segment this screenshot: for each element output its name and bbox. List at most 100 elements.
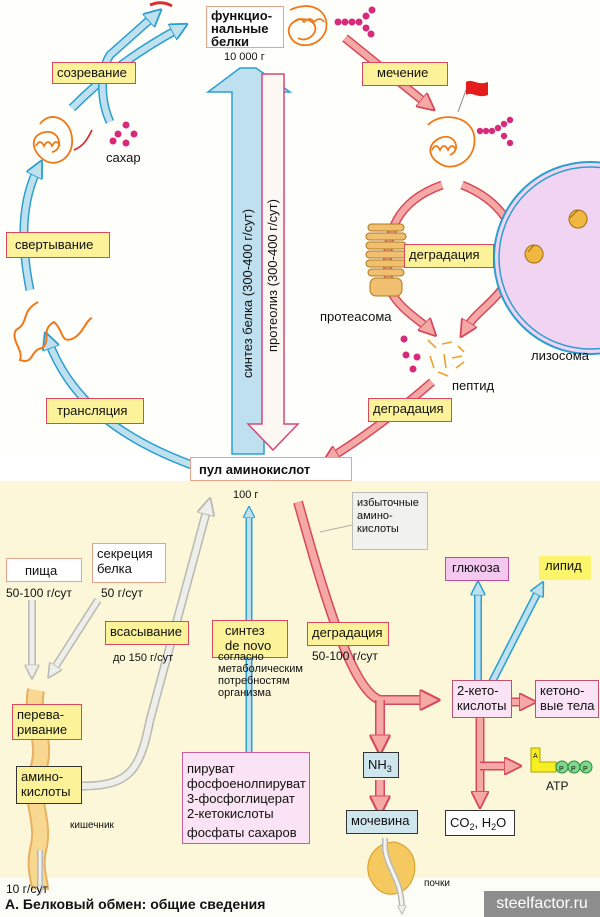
precursor-item: 2-кетокислоты [187,806,274,821]
lipid-box: липид [539,556,591,580]
ubiquitin-flag-icon [457,80,488,113]
keto-acids-box: 2-кето- кислоты [452,680,512,718]
sugar-dots-icon [109,121,138,147]
functional-proteins-amount: 10 000 г [224,51,265,63]
protein-secretion-box: секреция белка [92,543,166,583]
sugar-chain-icon [149,1,173,8]
de-novo-synthesis-label: синтез de novo [212,620,288,658]
de-novo-note: согласно метаболическим потребностям орг… [218,651,303,699]
amino-acid-pool-amount: 100 г [233,489,259,501]
keto-acids-line-1: 2-кето- [457,683,499,698]
kidneys-label: почки [424,878,450,889]
atp-icon [530,747,593,774]
intestine-label: кишечник [70,820,114,831]
de-novo-note-line-3: потребностям [218,675,290,687]
h2o-subscript: 2 [491,822,497,832]
watermark: steelfactor.ru [484,891,600,917]
excess-line-3: кислоты [357,523,399,535]
proteolysis-flux-arrow [246,73,300,452]
secretion-arrow [52,597,102,672]
sugar-label: сахар [106,150,141,165]
amino-acids-line-2: кислоты [21,784,71,799]
precursor-item: фосфоенолпируват [187,776,306,791]
precursors-box: пируват фосфоенолпируват 3-фосфоглицерат… [182,752,310,844]
proteasome-label: протеасома [320,309,392,324]
proteasome-icon [365,223,407,297]
keto-acids-line-2: кислоты [457,698,507,713]
peptide-degradation-arrow [330,378,435,458]
protein-secretion-amount: 50 г/сут [101,586,143,600]
ketone-bodies-line-1: кетоно- [540,683,585,698]
keto-downstream-arrows [480,716,513,800]
amino-acids-box: амино- кислоты [16,766,82,804]
functional-proteins-box: функцио- нальные белки [206,6,284,48]
h2o-text: , H [474,815,492,830]
peptide-fragments-icon [427,339,465,377]
ammonia-box: NH3 [363,752,399,778]
de-novo-line-1: синтез [225,623,265,638]
synthesis-flux-label: синтез белка (300-400 г/сут) [240,208,255,378]
excess-callout-line [319,524,353,533]
degradation-amount: 50-100 г/сут [312,649,378,663]
functional-proteins-line-1: функцио- [211,8,273,23]
atp-label: ATP [546,779,569,793]
amino-acid-pool-box: пул аминокислот [190,457,352,481]
de-novo-note-line-4: организма [218,687,272,699]
digestion-line-1: перева- [17,707,65,722]
excess-line-2: амино- [357,510,393,522]
glycan-chain-icon-labeled [476,116,514,147]
kidney-icon [367,838,416,910]
co2-subscript: 2 [469,822,475,832]
glycan-chain-icon-top [334,6,376,38]
lysosome-label: лизосома [531,348,589,363]
absorption-arrow [81,506,208,791]
peptide-degradation-label: деградация [368,398,452,422]
unfolded-chain-icon [13,301,93,362]
folded-protein-icon-left [32,116,93,164]
co2-h2o-box: CO2, H2O [445,810,515,836]
food-box: пища [6,558,82,582]
amino-acid-dots-icon [400,335,421,373]
functional-proteins-line-2: нальные [211,21,269,36]
intestine-loss-amount: 10 г/сут [6,882,48,896]
absorption-amount: до 150 г/сут [113,652,174,664]
labeled-protein-icon [427,116,476,168]
ketone-bodies-box: кетоно- вые тела [535,680,599,718]
digestion-line-2: ривание [17,722,68,737]
folding-arrow [19,168,38,291]
h2o-o-text: O [496,815,507,830]
excess-amino-acids-box: избыточные амино- кислоты [352,492,428,550]
folded-protein-icon-top [287,5,328,46]
de-novo-note-line-2: метаболическим [218,663,303,675]
protein-secretion-line-1: секреция [97,546,153,561]
proteasome-degradation-label: деградация [404,244,494,268]
translation-label: трансляция [46,398,144,424]
precursor-item: 3-фосфоглицерат [187,791,295,806]
labeling-label: мечение [362,62,448,86]
atp-adenine-label: A [533,753,538,760]
absorption-label: всасывание [105,621,189,645]
atp-phosphate-3: P [583,766,588,773]
ketone-bodies-line-2: вые тела [540,698,595,713]
atp-phosphate-1: P [559,766,564,773]
degradation-label: деградация [307,622,389,646]
urea-box: мочевина [346,810,418,834]
maturation-label: созревание [52,62,136,84]
atp-phosphate-2: P [571,766,576,773]
precursor-item: пируват [187,761,235,776]
lysosome-icon [493,161,600,355]
precursor-item: фосфаты сахаров [187,825,297,840]
protein-secretion-line-2: белка [97,561,132,576]
figure-caption: А. Белковый обмен: общие сведения [5,896,266,912]
co2-text: CO [450,815,470,830]
de-novo-line-2: de novo [225,638,272,653]
food-amount: 50-100 г/сут [6,586,72,600]
excess-line-1: избыточные [357,497,419,509]
proteolysis-flux-label: протеолиз (300-400 г/сут) [265,199,280,352]
digestion-label: перева- ривание [12,704,82,740]
de-novo-note-line-1: согласно [218,651,264,663]
functional-proteins-line-3: белки [211,34,250,49]
glucose-box: глюкоза [445,557,509,581]
peptide-label: пептид [452,378,495,393]
ammonia-main: NH [368,757,387,772]
